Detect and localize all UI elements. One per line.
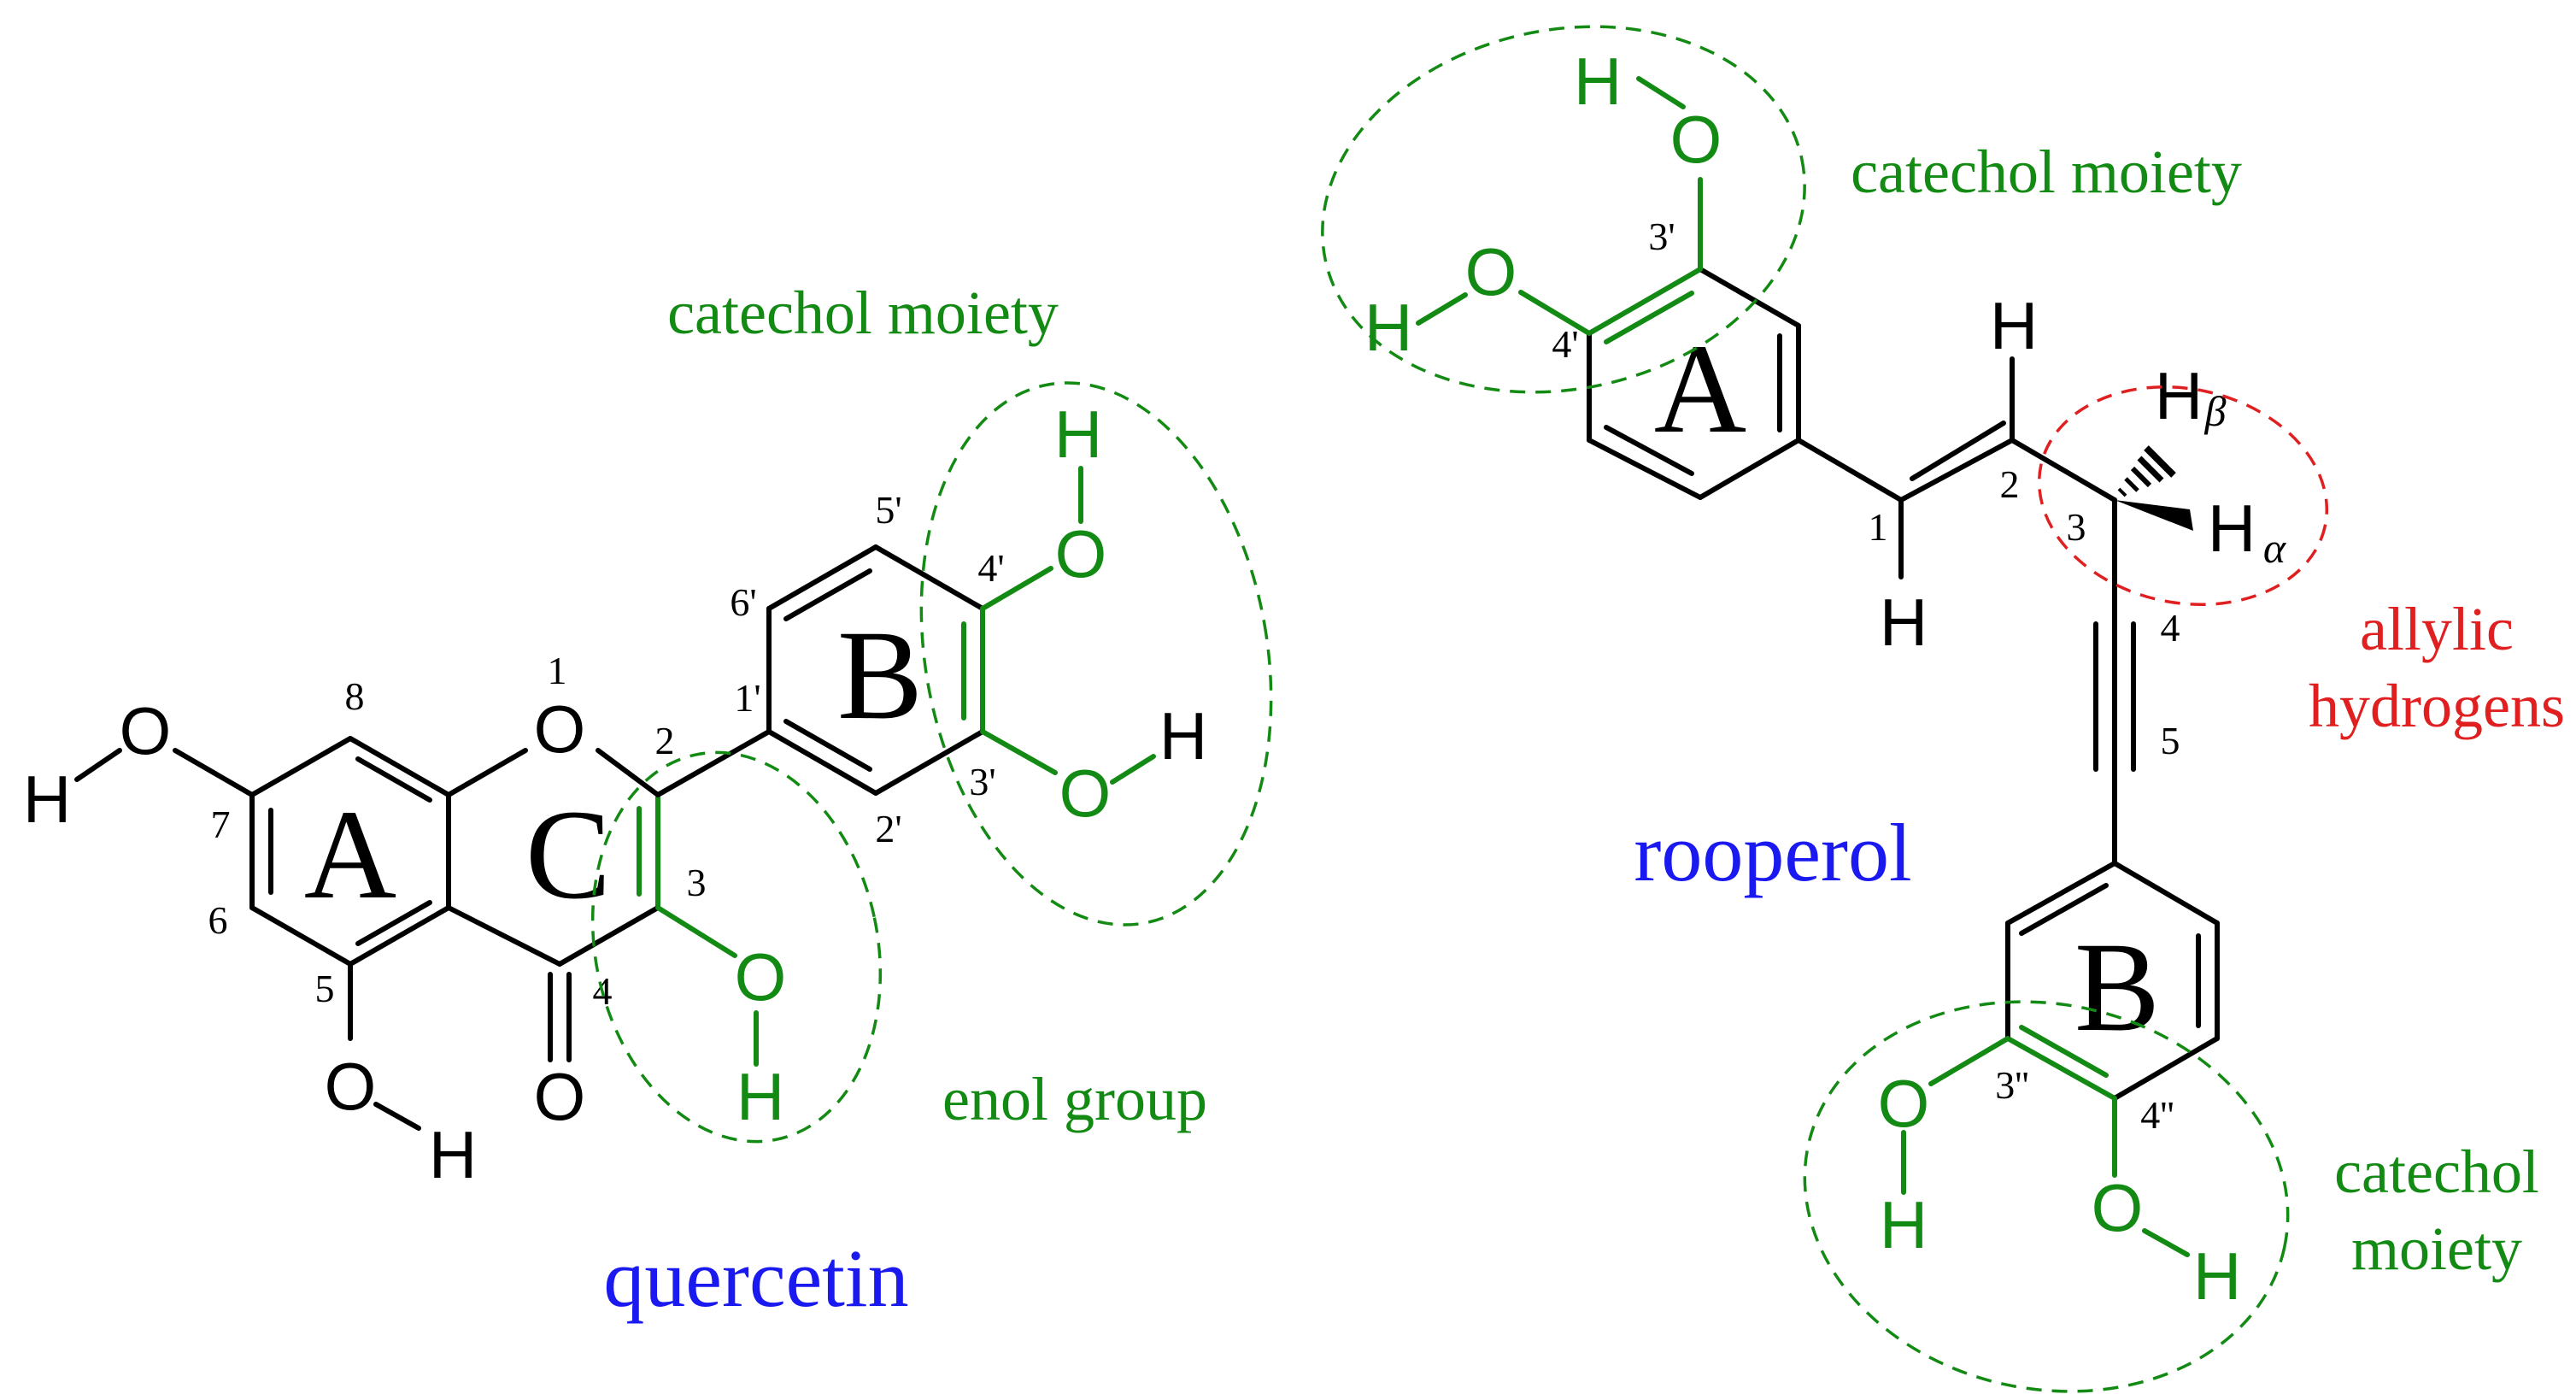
quercetin-ring-a-bonds <box>249 736 451 967</box>
rooperol-num-5: 5 <box>2161 719 2180 762</box>
quercetin-o3p: O <box>1059 756 1112 831</box>
quercetin-carbonyl-o: O <box>534 1059 586 1134</box>
quercetin-num-1: 1 <box>548 649 567 692</box>
quercetin-o7: O <box>120 693 172 768</box>
quercetin-catechol-bonds <box>980 466 1156 785</box>
quercetin-ring-o1: O <box>534 691 586 767</box>
rooperol-catechol-bottom-label-1: catechol <box>2334 1138 2539 1206</box>
quercetin-h3: H <box>736 1059 784 1134</box>
quercetin-o4p: O <box>1055 516 1107 591</box>
rooperol-num-4p: 4' <box>1552 322 1578 366</box>
quercetin-num-7: 7 <box>211 803 231 846</box>
rooperol-chain-bonds <box>1796 356 2136 866</box>
rooperol-ring-b-bonds <box>2005 861 2220 1101</box>
quercetin-name: quercetin <box>603 1232 908 1324</box>
quercetin-num-1p: 1' <box>734 676 760 720</box>
quercetin-o3: O <box>735 939 787 1015</box>
quercetin-ring-a-label: A <box>304 784 396 926</box>
quercetin-ring-b-bonds <box>766 544 985 796</box>
rooperol-alpha-subscript: α <box>2263 524 2287 572</box>
rooperol-h-c2: H <box>1990 288 2038 363</box>
quercetin-h5: H <box>429 1117 477 1192</box>
rooperol-ring-a-bonds <box>1587 267 1801 500</box>
quercetin-num-2: 2 <box>655 719 675 762</box>
rooperol-o3p: O <box>1670 102 1722 177</box>
rooperol-catechol-top-label: catechol moiety <box>1851 138 2242 206</box>
rooperol-h4p: H <box>1364 290 1412 365</box>
quercetin-ring-c-label: C <box>525 784 611 926</box>
quercetin-num-6: 6 <box>208 898 228 942</box>
quercetin-enol-ellipse <box>590 750 883 1144</box>
rooperol-hashed-bond <box>2117 445 2176 497</box>
rooperol-allylic-label-1: allylic <box>2360 595 2514 663</box>
rooperol-h-alpha: H <box>2208 491 2256 566</box>
quercetin-h3p: H <box>1159 698 1207 773</box>
rooperol-num-3pp: 3'' <box>1995 1063 2029 1107</box>
rooperol-o4p: O <box>1465 234 1517 309</box>
quercetin-ring-b-label: B <box>837 604 923 746</box>
quercetin-num-3p: 3' <box>969 760 995 803</box>
rooperol-name: rooperol <box>1634 807 1911 898</box>
rooperol-h-c1: H <box>1880 585 1928 660</box>
rooperol-num-3p: 3' <box>1648 215 1675 258</box>
rooperol-ring-a-label: A <box>1654 318 1746 460</box>
rooperol-h3pp: H <box>1880 1187 1928 1262</box>
quercetin-num-3: 3 <box>687 861 707 904</box>
quercetin-carbonyl-bond <box>548 972 572 1062</box>
quercetin-ring-c-bonds <box>446 748 660 967</box>
rooperol-num-2: 2 <box>2000 462 2020 506</box>
quercetin-catechol-label: catechol moiety <box>667 279 1059 347</box>
rooperol-allylic-ellipse <box>2037 385 2329 607</box>
rooperol-catechol-a-bonds <box>1416 76 1703 336</box>
quercetin-enol-label: enol group <box>942 1065 1207 1133</box>
quercetin-molecule: O O O H O H O H O H O H A C B 1 2 3 4 5 … <box>23 279 1273 1324</box>
rooperol-num-1: 1 <box>1869 505 1888 549</box>
rooperol-h3p: H <box>1574 44 1622 119</box>
rooperol-num-4: 4 <box>2161 606 2180 650</box>
quercetin-num-5p: 5' <box>875 488 901 532</box>
rooperol-o3pp: O <box>1878 1066 1930 1141</box>
rooperol-ring-b-label: B <box>2074 916 2160 1058</box>
quercetin-num-8: 8 <box>345 674 365 718</box>
rooperol-num-4pp: 4'' <box>2140 1093 2174 1137</box>
quercetin-catechol-ellipse <box>919 381 1273 926</box>
rooperol-catechol-b-ellipse <box>1803 1000 2290 1393</box>
quercetin-num-2p: 2' <box>875 807 901 850</box>
rooperol-allylic-label-2: hydrogens <box>2309 672 2565 740</box>
rooperol-beta-subscript: β <box>2204 387 2227 435</box>
rooperol-catechol-bottom-label-2: moiety <box>2351 1215 2522 1283</box>
quercetin-h7: H <box>23 762 71 837</box>
quercetin-h4p: H <box>1054 397 1102 472</box>
rooperol-o4pp: O <box>2092 1170 2144 1245</box>
rooperol-h4pp: H <box>2193 1238 2241 1314</box>
quercetin-num-6p: 6' <box>730 580 756 624</box>
rooperol-molecule: O H O H H H H β H α O H O H A B 1 2 3 4 … <box>1321 25 2565 1393</box>
quercetin-num-5: 5 <box>315 967 335 1010</box>
quercetin-num-4p: 4' <box>977 546 1004 590</box>
rooperol-catechol-a-ellipse <box>1321 25 1806 394</box>
quercetin-o5: O <box>325 1049 377 1124</box>
rooperol-wedge-bond <box>2115 500 2193 531</box>
rooperol-h-beta: H <box>2155 358 2203 433</box>
rooperol-num-3: 3 <box>2067 505 2086 549</box>
quercetin-substituent-bonds <box>74 729 772 1131</box>
rooperol-catechol-b-bonds <box>1901 1036 2190 1257</box>
